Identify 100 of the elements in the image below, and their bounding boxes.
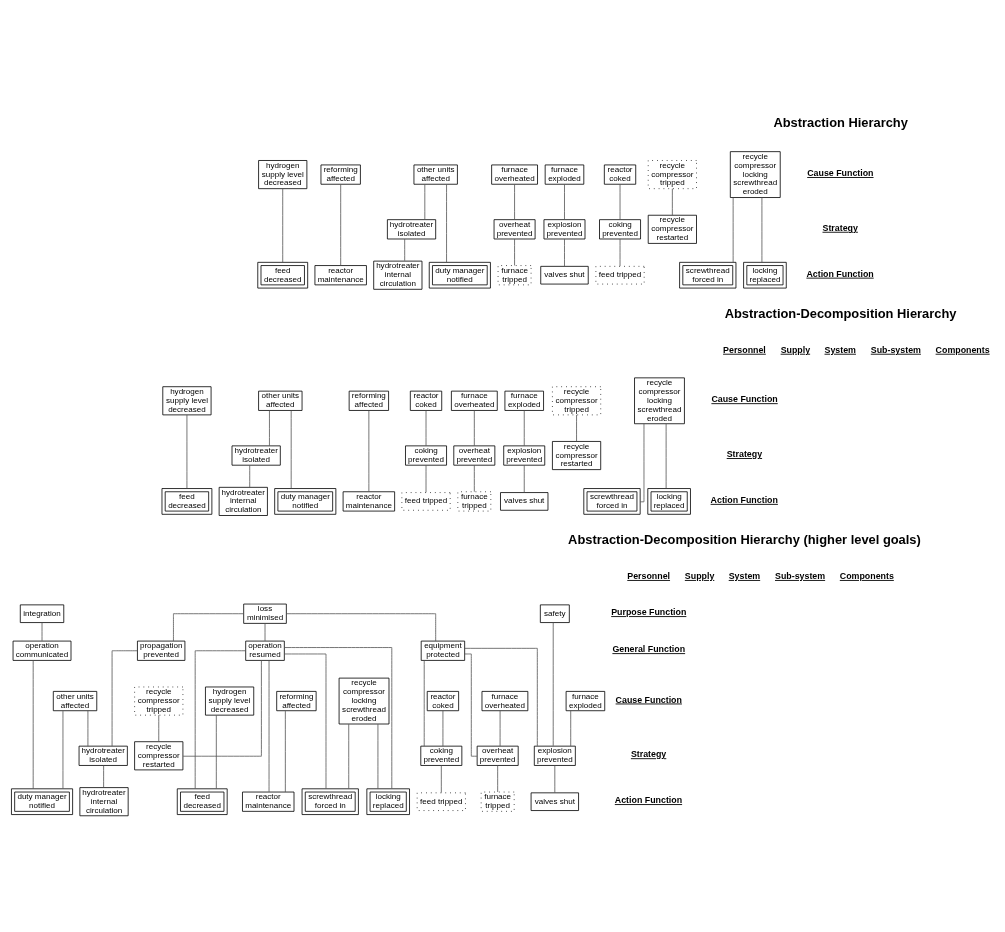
- node-box: coking prevented: [599, 219, 641, 240]
- node-box: recycle compressor restarted: [134, 741, 184, 771]
- node-box: recycle compressor locking screwthread eroded: [729, 151, 781, 198]
- node-box: furnace overheated: [491, 164, 538, 185]
- node-box: hydrogen supply level decreased: [205, 686, 255, 716]
- connector: [268, 660, 270, 793]
- node-box: hydrotreater internal circulation: [373, 260, 423, 290]
- connector: [173, 613, 244, 642]
- node-box: recycle compressor tripped: [134, 686, 184, 716]
- label: System: [728, 570, 761, 581]
- label: Action Function: [710, 494, 778, 505]
- connector: [442, 710, 444, 747]
- label: Strategy: [726, 448, 763, 459]
- connector: [554, 765, 556, 793]
- node-box: reactor maintenance: [342, 491, 396, 512]
- connector: [282, 188, 284, 263]
- label: Action Function: [806, 268, 874, 279]
- node-box: overheat prevented: [476, 745, 519, 766]
- connector: [284, 710, 286, 793]
- label: Strategy: [630, 749, 667, 760]
- node-box: valves shut: [540, 265, 589, 285]
- label: Cause Function: [711, 394, 778, 405]
- node-box: feed tripped: [401, 492, 451, 511]
- connector: [377, 723, 379, 789]
- connector: [619, 238, 621, 267]
- node-box: hydrotreater isolated: [231, 445, 281, 466]
- label: Sub-system: [870, 344, 921, 355]
- connector: [348, 723, 350, 789]
- connector: [514, 238, 515, 266]
- connector: [523, 410, 525, 447]
- connector: [464, 653, 478, 757]
- node-box: hydrogen supply level decreased: [162, 386, 212, 416]
- node-box: reforming affected: [320, 164, 361, 185]
- node-box: hydrotreater internal circulation: [79, 787, 129, 817]
- connector: [103, 765, 104, 788]
- node-box: hydrotreater internal circulation: [218, 486, 268, 516]
- connector: [552, 622, 554, 747]
- label: Sub-system: [775, 570, 826, 581]
- label: Personnel: [723, 344, 766, 355]
- node-box: safety: [539, 604, 570, 623]
- connector: [182, 660, 262, 757]
- node-box: explosion prevented: [543, 219, 586, 240]
- node-box: overheat prevented: [493, 219, 536, 240]
- connector: [264, 623, 266, 642]
- node-box: recycle compressor locking screwthread eroded: [338, 677, 390, 725]
- node-box: recycle compressor tripped: [647, 160, 697, 190]
- connector: [564, 238, 565, 267]
- node-box: furnace exploded: [544, 164, 585, 185]
- node-box: furnace exploded: [504, 390, 544, 411]
- connector: [497, 765, 499, 793]
- connector: [290, 410, 292, 489]
- label: Abstraction-Decomposition Hierarchy: [724, 306, 957, 322]
- connector: [440, 765, 442, 793]
- connector: [41, 622, 43, 642]
- connector: [523, 464, 525, 493]
- connector: [425, 410, 427, 447]
- node-box: explosion prevented: [533, 745, 576, 766]
- node-box: reactor maintenance: [314, 265, 367, 286]
- label: System: [824, 344, 856, 355]
- connector: [368, 410, 370, 493]
- connector: [340, 184, 342, 266]
- node-box: valves shut: [500, 492, 549, 511]
- node-box: furnace tripped: [497, 265, 532, 286]
- node-box: other units affected: [413, 164, 458, 185]
- label: Purpose Function: [611, 607, 687, 618]
- node-box: propagation prevented: [137, 640, 186, 661]
- node-box: loss minimised: [243, 603, 287, 624]
- connector: [186, 414, 188, 489]
- node-box: reactor coked: [409, 390, 443, 411]
- node-box: operation communicated: [12, 640, 72, 661]
- node-box: explosion prevented: [503, 445, 546, 466]
- node-box: other units affected: [52, 691, 98, 712]
- node-box: reactor maintenance: [242, 791, 295, 812]
- node-box: equipment protected: [420, 640, 466, 661]
- connector: [194, 650, 246, 789]
- node-box: furnace exploded: [565, 691, 606, 712]
- node-box: coking prevented: [405, 445, 447, 466]
- node-box: integration: [19, 604, 65, 623]
- node-box: furnace overheated: [481, 691, 529, 712]
- node-box: hydrotreater isolated: [78, 745, 128, 766]
- connector: [215, 714, 217, 789]
- node-box: furnace overheated: [450, 390, 498, 411]
- connector: [249, 464, 251, 488]
- label: Components: [935, 344, 990, 355]
- connector: [732, 197, 734, 263]
- node-box: furnace tripped: [480, 791, 515, 812]
- connector: [423, 660, 425, 747]
- connector: [473, 464, 475, 493]
- connector: [424, 183, 426, 221]
- connector: [514, 183, 515, 221]
- node-box: other units affected: [258, 390, 303, 411]
- connector: [269, 410, 270, 447]
- label: Supply: [780, 344, 811, 355]
- connector: [111, 650, 138, 747]
- connector: [464, 647, 538, 747]
- node-box: hydrogen supply level decreased: [258, 160, 308, 190]
- node-box: furnace tripped: [457, 491, 492, 512]
- connector: [284, 647, 393, 789]
- node-box: reforming affected: [348, 390, 389, 411]
- label: Abstraction-Decomposition Hierarchy (higher level goals): [568, 532, 921, 548]
